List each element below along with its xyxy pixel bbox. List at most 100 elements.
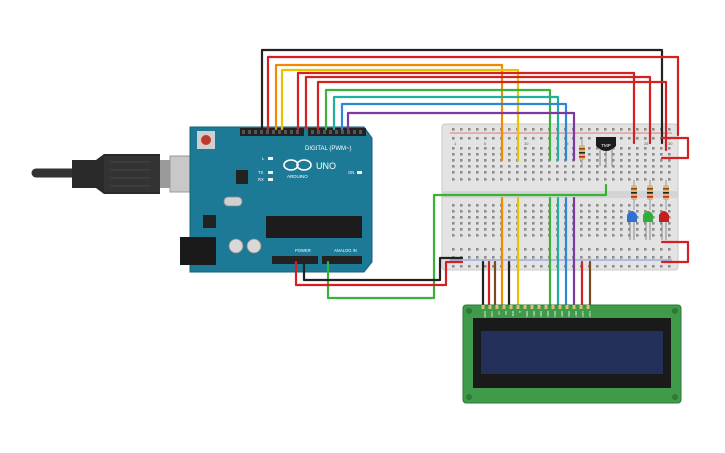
breadboard-hole[interactable] [468, 159, 471, 162]
breadboard-hole[interactable] [492, 159, 495, 162]
breadboard-hole[interactable] [588, 178, 591, 181]
breadboard-hole[interactable] [644, 153, 647, 156]
breadboard-hole[interactable] [476, 222, 479, 225]
lcd-pin[interactable] [544, 305, 548, 309]
lcd-pin[interactable] [523, 305, 527, 309]
breadboard-hole[interactable] [644, 147, 647, 150]
breadboard-hole[interactable] [476, 204, 479, 207]
breadboard-hole[interactable] [460, 222, 463, 225]
breadboard-hole[interactable] [460, 228, 463, 231]
breadboard-hole[interactable] [652, 248, 655, 251]
breadboard-hole[interactable] [516, 178, 519, 181]
breadboard-hole[interactable] [620, 256, 623, 259]
breadboard-hole[interactable] [604, 222, 607, 225]
breadboard-hole[interactable] [452, 248, 455, 251]
breadboard-hole[interactable] [652, 228, 655, 231]
breadboard-hole[interactable] [492, 137, 495, 140]
lcd-pin[interactable] [502, 305, 506, 309]
breadboard-hole[interactable] [548, 165, 551, 168]
breadboard-hole[interactable] [460, 171, 463, 174]
breadboard-hole[interactable] [604, 153, 607, 156]
breadboard-hole[interactable] [620, 210, 623, 213]
breadboard-hole[interactable] [476, 256, 479, 259]
breadboard-hole[interactable] [460, 159, 463, 162]
breadboard-hole[interactable] [580, 137, 583, 140]
breadboard-hole[interactable] [532, 137, 535, 140]
breadboard-hole[interactable] [460, 210, 463, 213]
breadboard-hole[interactable] [620, 222, 623, 225]
breadboard-hole[interactable] [508, 178, 511, 181]
reset-button[interactable] [197, 131, 215, 149]
breadboard-hole[interactable] [524, 256, 527, 259]
breadboard-hole[interactable] [644, 178, 647, 181]
breadboard-hole[interactable] [580, 248, 583, 251]
breadboard-hole[interactable] [644, 222, 647, 225]
breadboard-hole[interactable] [492, 128, 495, 131]
breadboard-hole[interactable] [588, 128, 591, 131]
breadboard-hole[interactable] [508, 234, 511, 237]
breadboard-hole[interactable] [668, 147, 671, 150]
breadboard-hole[interactable] [452, 234, 455, 237]
breadboard-hole[interactable] [564, 178, 567, 181]
breadboard-hole[interactable] [468, 234, 471, 237]
breadboard-hole[interactable] [484, 234, 487, 237]
breadboard-hole[interactable] [636, 234, 639, 237]
breadboard-hole[interactable] [660, 256, 663, 259]
breadboard-hole[interactable] [468, 248, 471, 251]
breadboard-hole[interactable] [652, 147, 655, 150]
breadboard-hole[interactable] [628, 222, 631, 225]
lcd-pin[interactable] [509, 305, 513, 309]
breadboard-hole[interactable] [484, 128, 487, 131]
breadboard-hole[interactable] [628, 248, 631, 251]
breadboard-hole[interactable] [452, 216, 455, 219]
breadboard-hole[interactable] [620, 234, 623, 237]
breadboard-hole[interactable] [628, 204, 631, 207]
breadboard-hole[interactable] [452, 165, 455, 168]
breadboard-hole[interactable] [620, 137, 623, 140]
breadboard-hole[interactable] [492, 256, 495, 259]
breadboard-hole[interactable] [604, 159, 607, 162]
breadboard-hole[interactable] [668, 128, 671, 131]
breadboard-hole[interactable] [604, 165, 607, 168]
breadboard-hole[interactable] [612, 178, 615, 181]
breadboard-hole[interactable] [452, 228, 455, 231]
breadboard-hole[interactable] [644, 159, 647, 162]
breadboard-hole[interactable] [596, 159, 599, 162]
arduino-board[interactable]: DIGITAL (PWM~) UNO ARDUINO ON L TX RX PO… [180, 126, 373, 273]
breadboard-hole[interactable] [468, 216, 471, 219]
breadboard-hole[interactable] [492, 265, 495, 268]
breadboard-hole[interactable] [540, 222, 543, 225]
breadboard-hole[interactable] [628, 256, 631, 259]
breadboard-hole[interactable] [532, 265, 535, 268]
lcd-pin[interactable] [572, 305, 576, 309]
breadboard-hole[interactable] [508, 137, 511, 140]
breadboard-hole[interactable] [612, 159, 615, 162]
breadboard-hole[interactable] [572, 178, 575, 181]
breadboard-hole[interactable] [588, 159, 591, 162]
breadboard-hole[interactable] [628, 210, 631, 213]
breadboard-hole[interactable] [540, 165, 543, 168]
breadboard-hole[interactable] [484, 216, 487, 219]
breadboard-hole[interactable] [468, 171, 471, 174]
breadboard-hole[interactable] [476, 147, 479, 150]
breadboard-hole[interactable] [460, 204, 463, 207]
breadboard-hole[interactable] [668, 171, 671, 174]
breadboard-hole[interactable] [612, 153, 615, 156]
breadboard-hole[interactable] [524, 248, 527, 251]
breadboard-hole[interactable] [524, 165, 527, 168]
breadboard-hole[interactable] [460, 178, 463, 181]
breadboard-hole[interactable] [476, 210, 479, 213]
lcd-pin[interactable] [537, 305, 541, 309]
breadboard-hole[interactable] [668, 265, 671, 268]
breadboard-hole[interactable] [596, 265, 599, 268]
breadboard-hole[interactable] [524, 147, 527, 150]
breadboard-hole[interactable] [636, 222, 639, 225]
breadboard-hole[interactable] [620, 178, 623, 181]
breadboard-hole[interactable] [452, 159, 455, 162]
breadboard-hole[interactable] [604, 210, 607, 213]
breadboard-hole[interactable] [628, 137, 631, 140]
breadboard-hole[interactable] [588, 147, 591, 150]
breadboard-hole[interactable] [668, 228, 671, 231]
breadboard-hole[interactable] [580, 256, 583, 259]
breadboard-hole[interactable] [660, 159, 663, 162]
